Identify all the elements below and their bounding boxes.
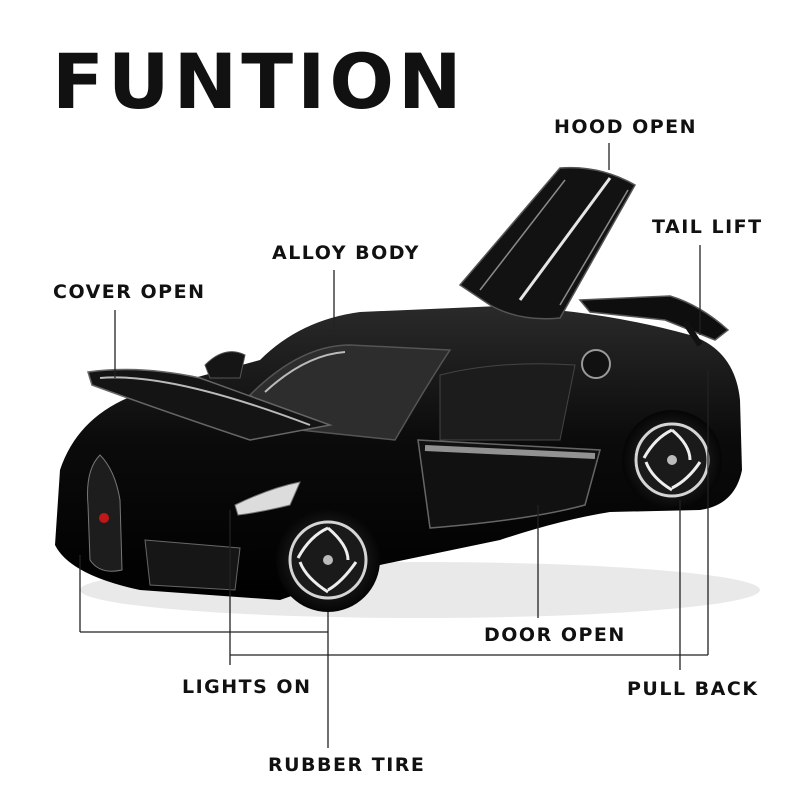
label-pull-back: PULL BACK [627, 678, 759, 700]
open-door [417, 439, 601, 529]
front-cover [87, 368, 333, 441]
label-alloy-body: ALLOY BODY [272, 242, 420, 264]
headlight [234, 481, 301, 516]
front-wheel [276, 508, 380, 612]
badge-red [99, 513, 109, 523]
label-cover-open: COVER OPEN [53, 281, 206, 303]
callout-lines [79, 143, 709, 748]
rear-wheel [622, 410, 722, 510]
hood-panel [458, 166, 637, 320]
label-rubber-tire: RUBBER TIRE [268, 754, 426, 776]
label-hood-open: HOOD OPEN [554, 116, 698, 138]
page-title: FUNTION [52, 37, 466, 126]
label-tail-lift: TAIL LIFT [652, 216, 763, 238]
label-lights-on: LIGHTS ON [182, 676, 312, 698]
label-door-open: DOOR OPEN [484, 624, 626, 646]
